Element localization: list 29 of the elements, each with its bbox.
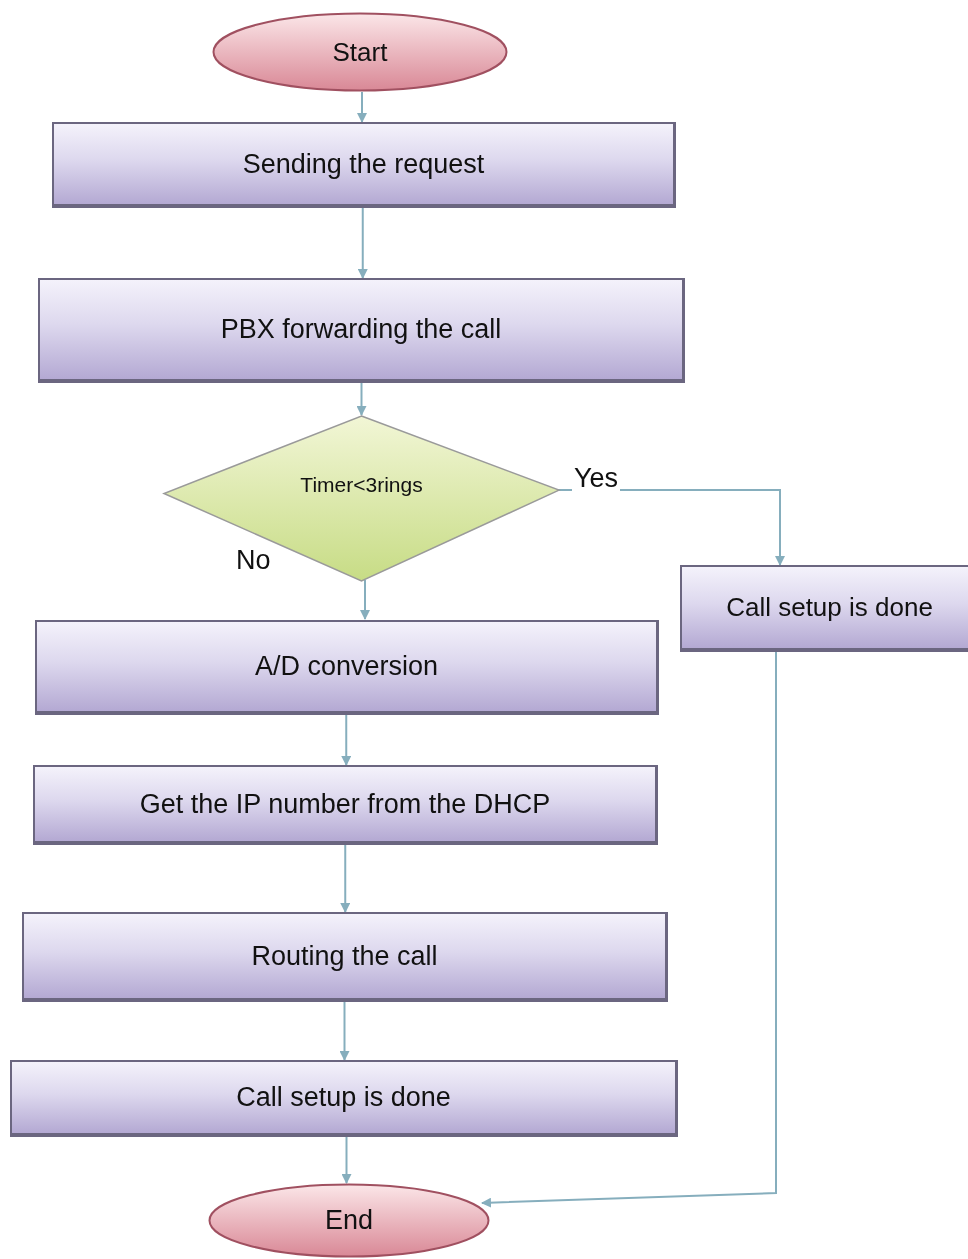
node-label: Get the IP number from the DHCP <box>139 788 551 820</box>
arrow <box>340 844 351 913</box>
node-label: PBX forwarding the call <box>220 314 502 345</box>
process-box <box>10 1060 678 1137</box>
arrow <box>339 1001 350 1061</box>
node-label: Call setup is done <box>726 592 933 623</box>
arrow <box>481 651 777 1208</box>
process-box <box>22 912 668 1002</box>
arrow <box>341 1136 352 1184</box>
node-label: Routing the call <box>251 940 438 972</box>
terminal-ellipse <box>212 12 508 92</box>
node-label: Sending the request <box>242 148 485 180</box>
arrow <box>356 382 367 416</box>
process-box <box>35 620 659 715</box>
arrow <box>357 207 368 279</box>
arrow <box>341 714 352 766</box>
terminal-ellipse <box>208 1183 490 1258</box>
process-box <box>680 565 968 652</box>
arrow <box>357 91 367 123</box>
process-box <box>38 278 685 383</box>
node-label: Start <box>332 36 388 68</box>
node-label: End <box>324 1205 373 1236</box>
node-label: Timer<3rings <box>300 472 423 497</box>
process-box <box>33 765 658 845</box>
node-label: A/D conversion <box>254 651 439 682</box>
arrow <box>360 579 370 620</box>
node-label: Call setup is done <box>236 1082 451 1113</box>
process-box <box>52 122 676 208</box>
decision-diamond <box>163 415 560 582</box>
